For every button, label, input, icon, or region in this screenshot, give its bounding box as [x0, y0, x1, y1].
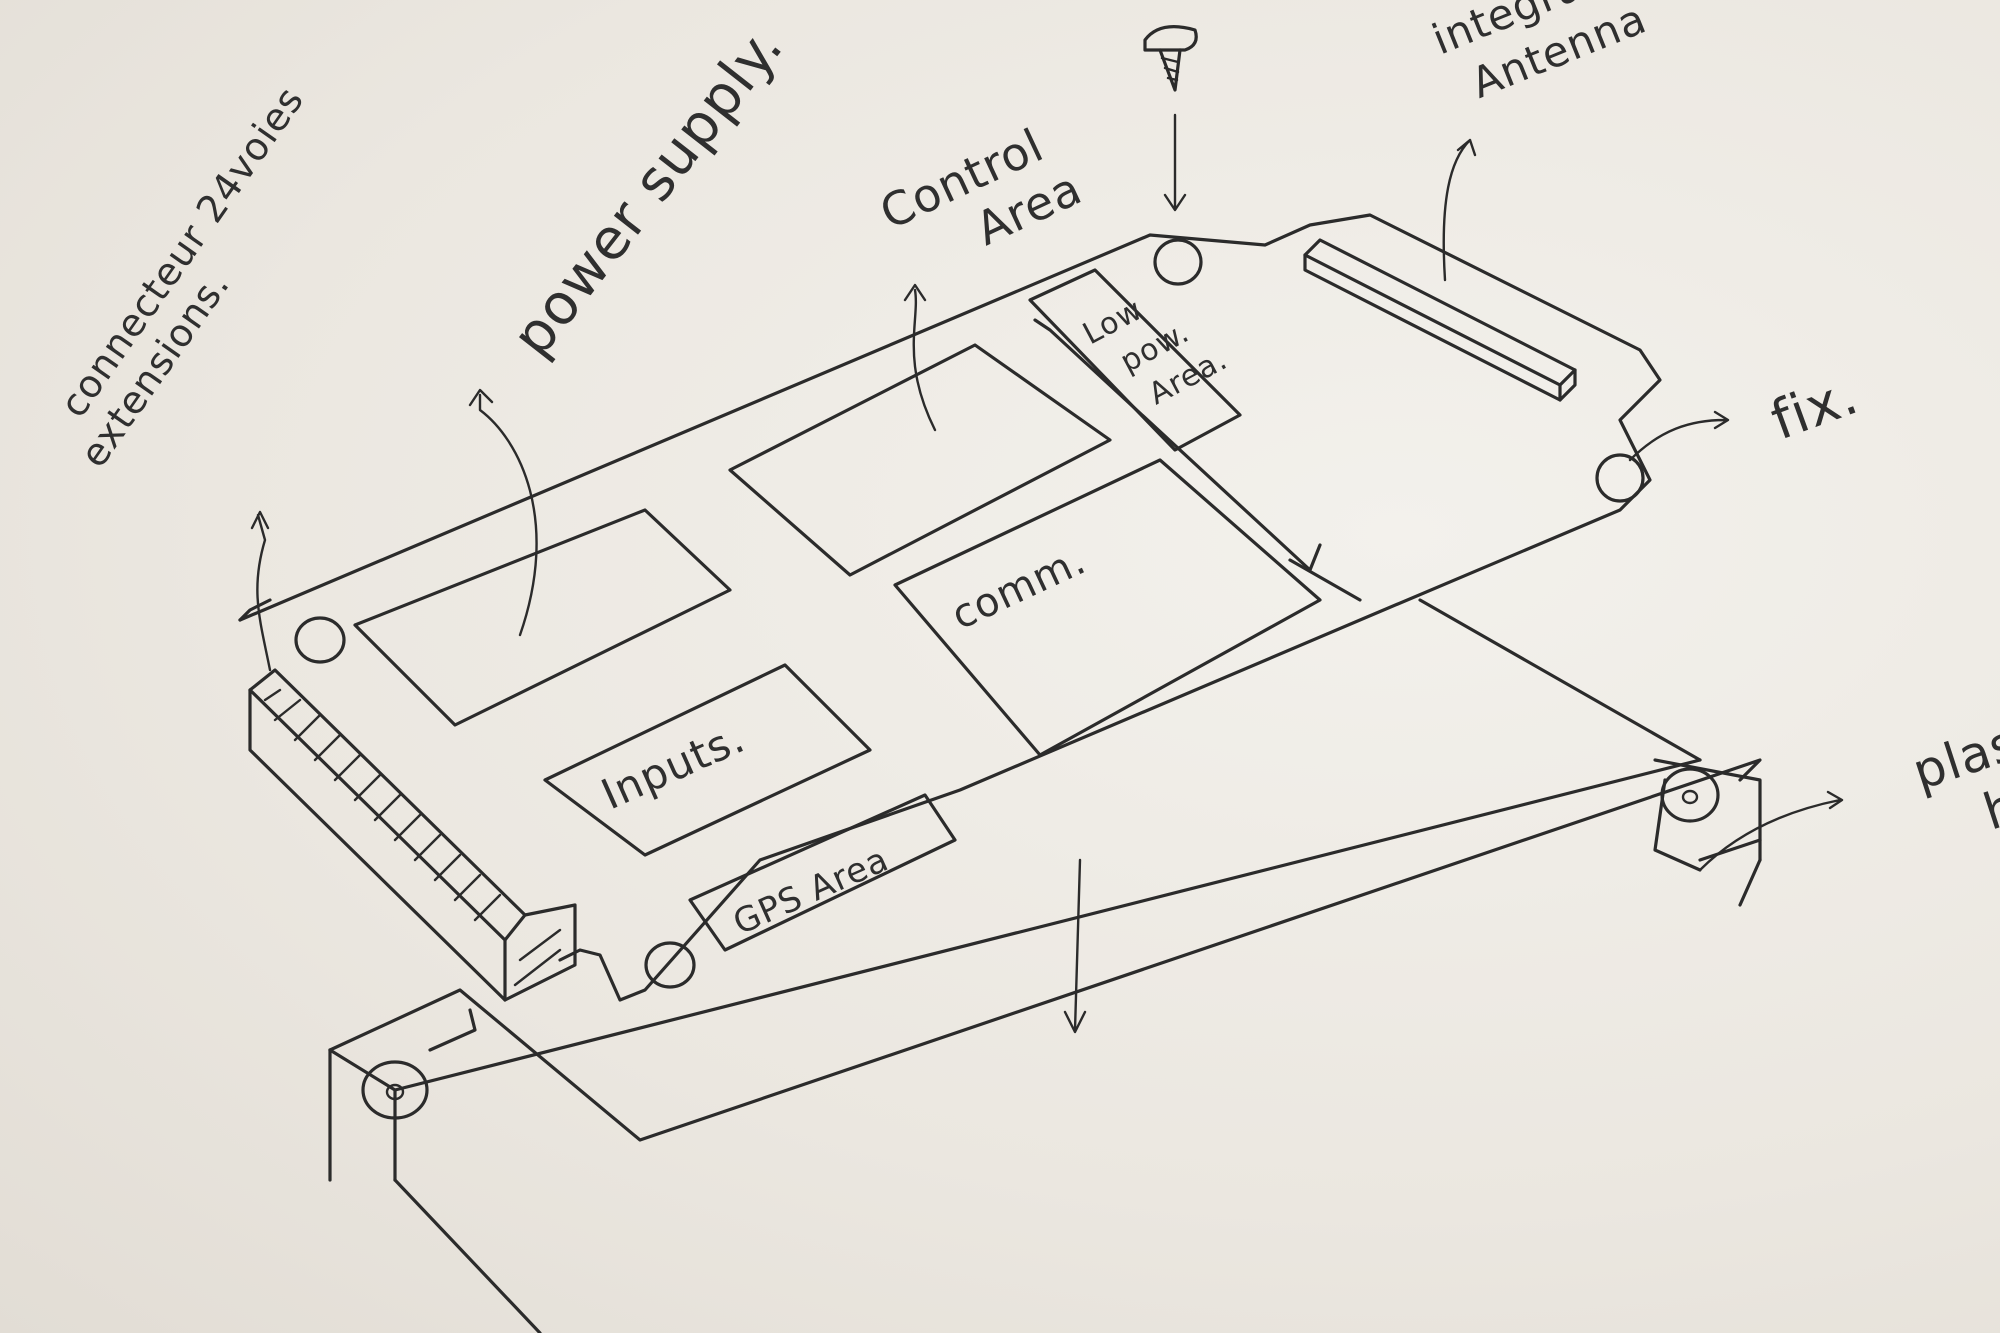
pcb-mount-hole-right [1595, 453, 1645, 503]
label-inputs: Inputs. [594, 713, 752, 819]
fixing-screw-arrow [1163, 113, 1187, 212]
pcb-mount-hole-top-left [294, 616, 346, 664]
low-power-area [1028, 268, 1242, 452]
label-power-supply: power supply. [500, 15, 796, 369]
antenna-connector-block [1303, 238, 1577, 402]
gps-area [688, 793, 957, 952]
label-connector-line1: connecteur 24voies [51, 78, 312, 425]
control-area-leader-arrow [903, 283, 937, 432]
housing-screw-hole-right [1660, 767, 1720, 823]
label-fix: fix. [1763, 363, 1866, 452]
antenna-area-divider [1033, 318, 1322, 572]
power-supply-area [353, 508, 732, 727]
screw-icon [1143, 25, 1198, 92]
pcb-to-housing-arrow [1063, 858, 1087, 1034]
pcb-mount-hole-top [1153, 238, 1203, 286]
housing-screw-hole-left [361, 1060, 429, 1120]
fix-leader-arrow [1628, 410, 1730, 462]
label-plastic-housing-line2: h [1977, 776, 2000, 841]
pcb-mount-hole-bottom-left [644, 941, 696, 989]
inputs-area [543, 663, 872, 857]
control-area [728, 343, 1112, 577]
housing-outline [328, 598, 1762, 1333]
antenna-leader-arrow [1442, 138, 1477, 282]
power-supply-leader-arrow [468, 388, 538, 637]
comm-area [893, 458, 1322, 757]
label-gps-area: GPS Area [727, 839, 894, 943]
housing-leader-arrow [1698, 790, 1844, 872]
connector-24-pin-block [248, 668, 577, 1002]
connector-leader-arrow [250, 510, 272, 672]
